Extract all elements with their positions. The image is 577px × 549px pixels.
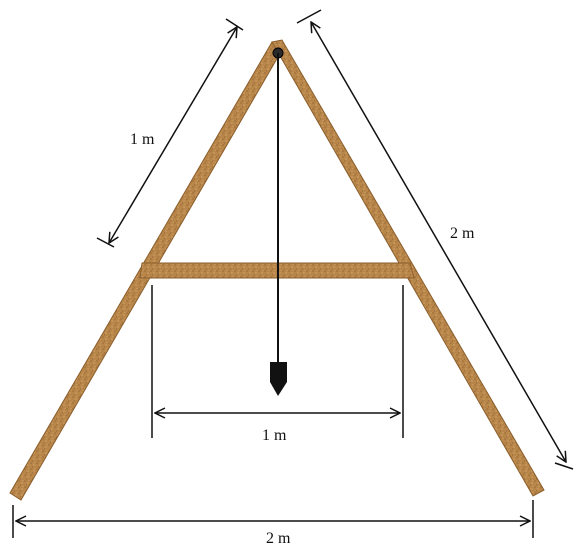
plumb-bob-icon bbox=[270, 362, 287, 396]
dimension-base: 2 m bbox=[12, 500, 534, 547]
dimension-crossbar: 1 m bbox=[151, 285, 404, 444]
dimension-label-right-leg: 2 m bbox=[450, 225, 475, 242]
dimension-label-base: 2 m bbox=[266, 530, 291, 544]
dimension-right-leg: 2 m bbox=[296, 9, 574, 470]
dimension-label-left-leg: 1 m bbox=[130, 131, 155, 148]
dimension-label-crossbar: 1 m bbox=[262, 427, 287, 444]
dimension-left-upper-leg: 1 m bbox=[96, 18, 244, 248]
